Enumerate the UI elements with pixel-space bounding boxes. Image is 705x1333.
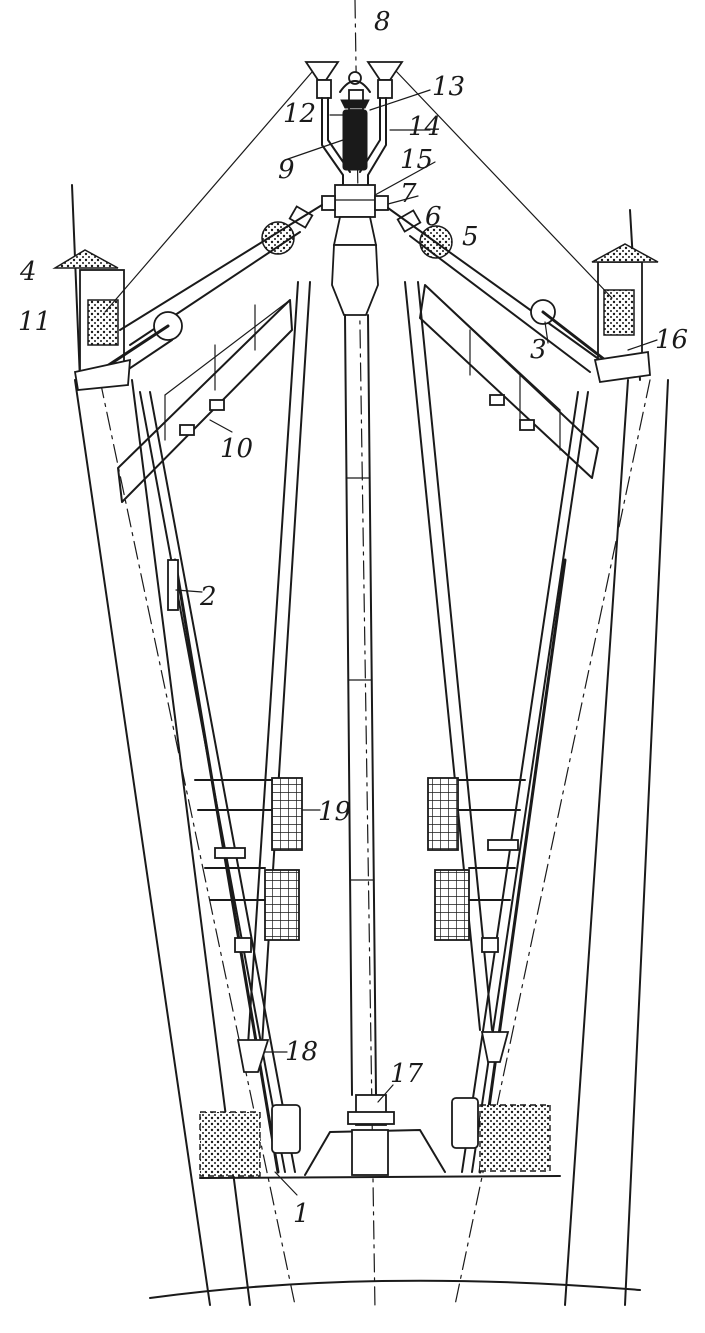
central-mast [344,314,377,1096]
center-axis [354,0,376,1311]
callout-2: 2 [199,582,217,612]
callout-14: 14 [408,112,441,142]
callout-9: 9 [278,155,295,185]
callout-12: 12 [283,99,316,129]
callout-5: 5 [462,222,479,252]
callout-13: 13 [432,72,465,102]
callout-19: 19 [318,797,351,827]
leader-lines [175,89,658,1196]
left-post [52,184,125,381]
callout-17: 17 [390,1059,424,1089]
callout-10: 10 [220,434,253,464]
right-pulley-assembly [387,207,651,384]
callout-8: 8 [374,7,391,37]
callout-7: 7 [400,179,417,209]
mast-head [321,184,389,316]
callout-1: 1 [293,1199,310,1229]
callout-6: 6 [425,202,442,232]
left-pulley-assembly [73,204,323,391]
left-railing [117,299,293,503]
left-struts [139,281,311,1174]
right-cage [427,777,526,953]
callout-18: 18 [285,1037,318,1067]
callout-15: 15 [400,145,433,175]
spring-stack [339,71,371,171]
callout-4: 4 [19,257,37,287]
callout-16: 16 [655,325,688,355]
right-railing [419,284,599,479]
guy-wires [104,69,613,313]
callout-11: 11 [18,307,51,337]
callout-3: 3 [530,335,547,365]
mast-pivot [199,1094,561,1179]
callout-labels: 1 2 3 4 5 6 7 8 9 10 11 12 13 14 15 16 1… [18,7,688,1229]
left-cage [194,777,303,953]
bottom-clamps [236,1031,510,1073]
bottom-weights [199,1097,551,1177]
